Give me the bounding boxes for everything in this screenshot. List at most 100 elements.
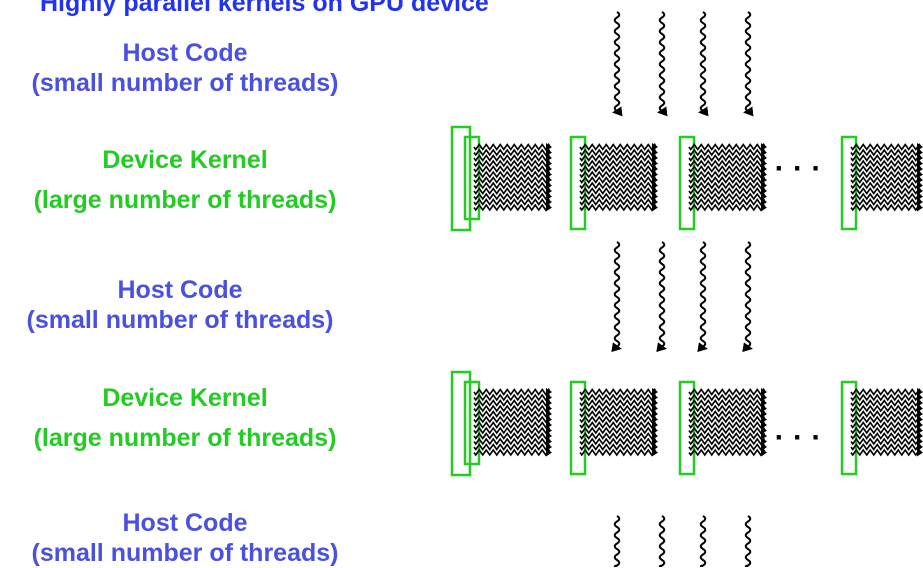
device-kernel-group-1 [450,125,923,232]
device-thread-arrowhead [546,404,552,413]
device-thread [850,448,922,457]
device-thread [850,393,922,402]
device-thread-arrowhead [546,421,552,429]
device-thread [850,203,922,212]
device-thread [473,398,551,407]
device-thread-arrowhead [546,415,552,424]
device-thread [579,153,657,162]
device-thread [688,164,766,173]
device-thread-arrowhead [761,399,767,407]
device-thread [688,409,766,418]
device-thread-arrowhead [652,393,658,402]
device-thread [688,181,766,190]
device-thread [473,404,551,413]
device-thread [473,442,551,451]
device-thread-arrowhead [917,203,923,212]
device-thread-arrowhead [917,165,923,173]
device-thread-arrowhead [917,399,923,407]
device-thread-arrowhead [761,388,767,396]
device-thread [473,203,551,212]
host-threads-group-3 [613,515,752,567]
host-code-title: Host Code [117,276,243,304]
device-thread-arrowhead [652,448,658,457]
device-thread [473,437,551,446]
device-thread [579,175,657,184]
device-thread-arrowhead [917,443,923,451]
device-thread-arrowhead [546,203,552,212]
host-thread-arrow [697,241,708,353]
device-thread-arrowhead [652,388,658,396]
ellipsis-2: · · · [775,421,822,454]
device-thread-arrowhead [917,437,923,446]
device-thread [688,404,766,413]
device-kernel-title: Device Kernel [102,384,268,412]
device-thread-arrowhead [652,143,658,151]
device-thread [688,197,766,206]
host-thread-arrow [699,515,707,567]
device-thread [579,203,657,212]
device-thread-arrowhead [761,187,767,195]
device-thread-arrowhead [652,437,658,446]
device-thread [473,175,551,184]
device-thread-arrowhead [546,443,552,451]
host-thread-arrow [612,11,623,117]
host-code-subtitle: (small number of threads) [31,539,339,567]
device-thread [579,409,657,418]
device-thread-arrowhead [761,426,767,435]
device-thread-arrowhead [652,176,658,184]
device-thread-arrowhead [761,203,767,212]
device-thread [473,159,551,168]
device-thread [579,442,657,451]
host-code-title: Host Code [122,509,248,537]
device-thread [688,170,766,179]
device-thread-arrowhead [917,159,923,168]
device-thread-arrowhead [546,181,552,190]
device-thread-arrowhead [761,421,767,429]
device-thread [579,393,657,402]
device-thread-arrowhead [917,198,923,206]
device-thread [850,192,922,201]
host-thread-arrow [656,241,667,353]
host-code-title: Host Code [122,39,248,67]
device-thread-arrowhead [917,415,923,424]
device-thread [473,170,551,179]
host-thread-arrow [611,241,622,353]
device-thread-arrowhead [652,404,658,413]
device-thread-arrowhead [917,192,923,201]
device-thread-arrowhead [761,404,767,413]
device-thread-arrowhead [761,437,767,446]
device-thread [688,148,766,157]
device-thread [850,159,922,168]
device-thread [850,426,922,435]
thread-block-outline [463,380,481,466]
thread-block-outline [678,135,696,231]
device-thread-arrowhead [652,165,658,173]
device-thread [579,186,657,195]
device-thread [850,415,922,424]
host-code-label-3: Host Code (small number of threads) [32,508,339,568]
device-thread-arrowhead [761,432,767,440]
device-thread [473,164,551,173]
device-thread-arrowhead [761,165,767,173]
thread-block-outline [569,135,587,231]
device-thread-arrowhead [761,176,767,184]
device-thread-arrowhead [546,165,552,173]
device-thread [688,426,766,435]
device-thread [473,393,551,402]
device-thread-arrowhead [917,181,923,190]
device-thread [850,187,922,195]
device-thread [579,398,657,407]
device-thread [473,186,551,195]
device-thread [473,142,551,151]
thread-block-outline [450,125,472,232]
device-thread [850,410,922,418]
device-kernel-subtitle: (large number of threads) [33,424,337,452]
device-thread [850,165,922,173]
device-thread-arrowhead [917,170,923,179]
device-thread [688,398,766,407]
device-thread-arrowhead [652,410,658,418]
device-thread [579,159,657,168]
host-code-label-1: Host Code (small number of threads) [32,38,339,98]
device-thread-arrowhead [652,399,658,407]
device-thread-arrowhead [546,388,552,396]
